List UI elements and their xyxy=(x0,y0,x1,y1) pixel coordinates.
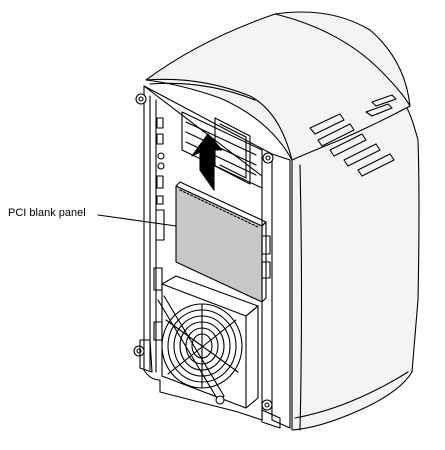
rear-panel-frame xyxy=(143,85,263,421)
connector xyxy=(156,195,164,205)
port xyxy=(157,162,165,170)
chassis-side-casing xyxy=(291,103,420,431)
screw xyxy=(135,93,147,105)
connector xyxy=(153,267,163,291)
pci-blank-panel xyxy=(175,185,263,303)
top-vent xyxy=(317,123,355,147)
connector xyxy=(156,133,164,145)
connector xyxy=(261,261,271,279)
screw xyxy=(262,152,274,164)
screw xyxy=(133,345,145,357)
callout-pci-blank-panel: PCI blank panel xyxy=(8,207,86,219)
chassis-foot xyxy=(261,409,281,429)
casing-inner-edge xyxy=(299,164,303,431)
screw xyxy=(261,399,273,411)
top-vent xyxy=(343,143,381,167)
connector xyxy=(261,235,271,255)
chassis-foot xyxy=(139,339,153,373)
connector xyxy=(156,175,164,189)
port xyxy=(157,152,165,160)
top-vent xyxy=(329,133,367,157)
top-vent xyxy=(309,113,345,135)
callout-leader xyxy=(97,214,177,227)
top-vent xyxy=(357,153,395,177)
connector xyxy=(156,117,164,129)
top-front-rim xyxy=(145,78,293,161)
pci-slot-area xyxy=(181,111,263,189)
connector xyxy=(153,321,163,341)
casing-bottom-curve xyxy=(294,371,409,419)
up-arrow xyxy=(191,133,223,191)
